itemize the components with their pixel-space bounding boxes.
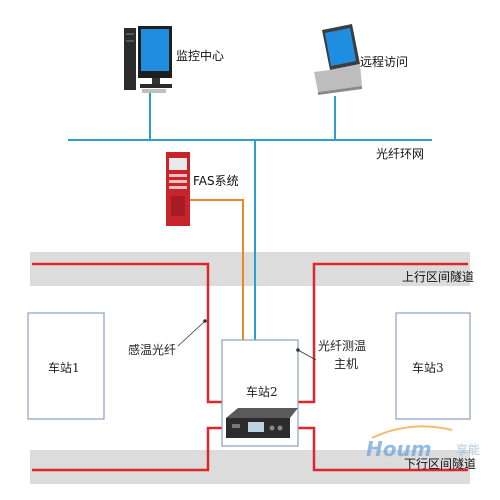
monitor-center-label: 监控中心 [176,48,224,63]
station-3-label: 车站3 [412,360,444,375]
fiber-ring-label: 光纤环网 [376,147,424,161]
fas-system-label: FAS系统 [193,174,239,188]
sensing-fiber-lower-right [292,426,468,472]
host-callout-dot [296,348,300,352]
down-tunnel-band [30,450,470,484]
station-1-label: 车站1 [48,360,80,375]
watermark-swoosh [371,425,453,439]
fas-panel-icon [166,152,190,226]
fiber-temperature-host-icon [226,408,298,438]
fas-link-line [190,199,244,340]
host-label-line1: 光纤测温 [318,339,366,353]
down-tunnel-label: 下行区间隧道 [404,456,476,471]
station-1-box [27,312,105,420]
remote-laptop-icon [314,24,362,95]
sensing-fiber-label: 感温光纤 [128,342,176,357]
host-callout [297,349,317,361]
host-label-line2: 主机 [334,357,358,371]
station-2-label: 车站2 [246,384,278,399]
monitor-center-computer-icon [124,26,172,93]
watermark-suffix: 享能 [456,442,480,457]
sensing-fiber-callout-dot [203,319,207,323]
sensing-fiber-upper-right [292,262,468,404]
remote-access-label: 远程访问 [360,54,408,69]
sensing-fiber-upper [32,262,224,404]
station-3-box [395,312,471,420]
up-tunnel-label: 上行区间隧道 [402,269,474,284]
watermark-brand: Houm [366,437,432,461]
up-tunnel-band [30,252,470,286]
sensing-fiber-lower-left [32,426,224,472]
sensing-fiber-callout [177,321,205,347]
